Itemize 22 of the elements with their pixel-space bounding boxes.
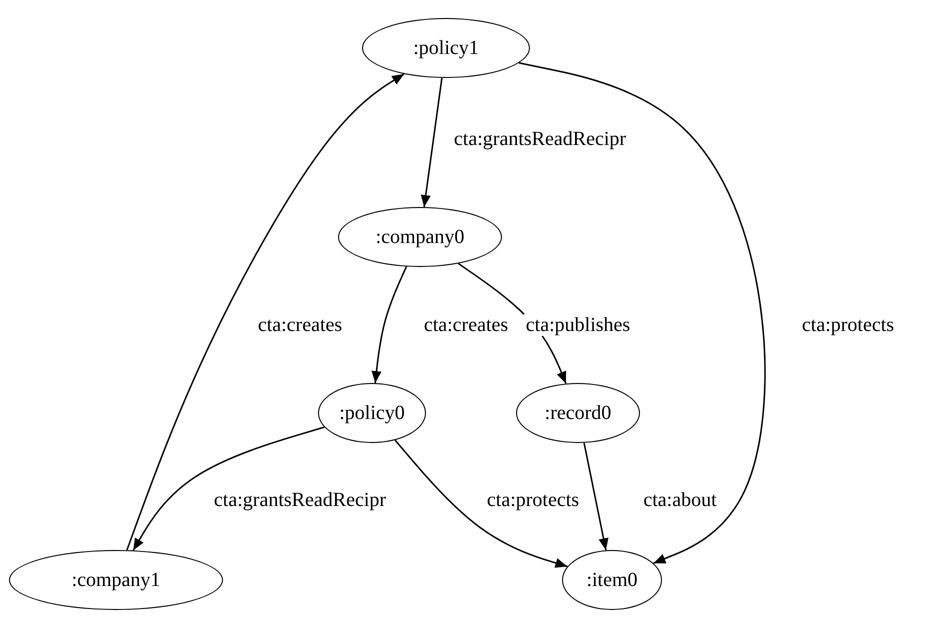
- ellipse-node: [9, 550, 223, 610]
- arrow: [132, 426, 325, 551]
- ellipse-node: [562, 550, 662, 610]
- edge-label: cta:grantsReadRecipr: [212, 489, 388, 511]
- edge-label: cta:grantsReadRecipr: [452, 128, 628, 150]
- arrow: [394, 440, 568, 568]
- ellipse-node: [338, 207, 502, 267]
- arrow: [420, 78, 443, 208]
- node-label: :record0: [544, 402, 612, 424]
- arrow: [126, 73, 404, 550]
- node-label: :company0: [376, 226, 464, 248]
- arrow: [518, 62, 766, 564]
- arrow: [583, 442, 608, 550]
- ellipse-node: [362, 18, 530, 78]
- node-label: :item0: [586, 568, 638, 592]
- node-label: :policy1: [413, 36, 479, 60]
- node-label: :company1: [72, 568, 160, 592]
- edge-label: cta:publishes: [524, 314, 632, 336]
- node-label: :policy0: [339, 402, 405, 424]
- arrow: [372, 266, 408, 384]
- ellipse-node: [516, 383, 640, 443]
- ellipse-node: [318, 383, 426, 443]
